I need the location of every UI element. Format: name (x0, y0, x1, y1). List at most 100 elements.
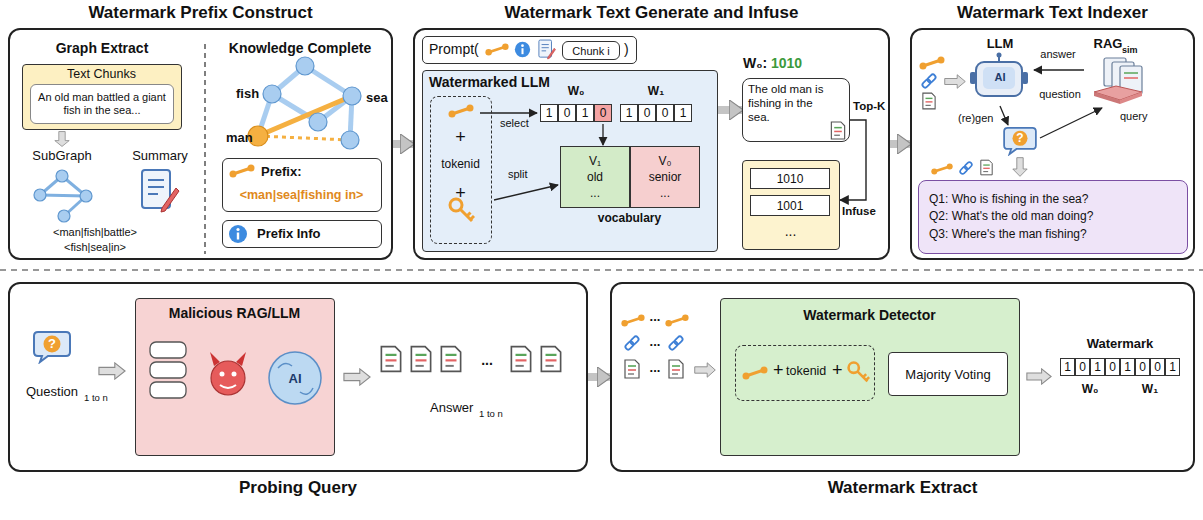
triple: <man|fish|battle> (53, 226, 137, 239)
node-icons (494, 185, 558, 200)
triple: <fish|sea|in> (64, 241, 126, 254)
flow-arrow (393, 140, 413, 148)
subscript: 1 to n (84, 392, 108, 403)
node-icons (480, 112, 537, 113)
node-text: senior (649, 169, 682, 185)
prefix-info-box: Prefix Info (222, 220, 382, 248)
arrow-label: select (500, 117, 529, 130)
node-text: ... (660, 185, 670, 201)
indexer-art (1000, 106, 1008, 125)
flow-arrow (588, 373, 610, 381)
node-text: Watermark Prefix Construct (10, 3, 391, 23)
node-text: V₁ (589, 153, 601, 169)
node-text: W₀: (743, 55, 767, 71)
bit-cell: 1 (674, 104, 692, 122)
bit-cell: 1 (1120, 358, 1135, 376)
node-icons (831, 122, 844, 139)
node-icons (150, 362, 186, 378)
bit-cell: 0 (1150, 358, 1165, 376)
arrow-label: answer (1040, 48, 1075, 61)
node-icons (150, 342, 186, 398)
bit-cell: 0 (1075, 358, 1090, 376)
node-icons (602, 124, 603, 145)
watermark-entry: 1010 (750, 168, 830, 189)
node-text: An old man battled a giant fish in the s… (35, 91, 169, 117)
arrow-label: (re)gen (958, 112, 993, 125)
probing-art (441, 347, 460, 372)
extract-art (665, 314, 688, 326)
probing-art (541, 347, 560, 372)
ellipsis: ... (650, 309, 661, 325)
subscript: 1 to n (479, 408, 503, 419)
graph-extract-art (80, 190, 92, 202)
indexer-art (970, 53, 1028, 97)
node-icons (150, 382, 186, 398)
voting-box: Majority Voting (888, 352, 1008, 396)
graph-extract-art (55, 132, 69, 147)
extract-art (624, 335, 639, 350)
flow-arrow (718, 106, 742, 114)
node-icons (269, 352, 321, 404)
icon-text: ? (1016, 131, 1023, 145)
node-text: tokenid (786, 364, 826, 378)
caption: Summary (132, 148, 188, 164)
icon-text: AI (995, 71, 1006, 84)
graph-extract-art (204, 44, 206, 254)
graph-extract-art (34, 170, 92, 222)
node-icons (743, 367, 768, 380)
extract-art (669, 360, 683, 378)
question-list: Q1: Who is fishing in the sea?Q2: What's… (918, 180, 1188, 254)
indexer-art (959, 161, 973, 175)
node-text: Chunk i (572, 45, 609, 57)
bit-cell: 1 (540, 104, 558, 122)
node-text: Probing Query (10, 478, 586, 498)
node-text: Q3: Where's the man fishing? (929, 226, 1087, 243)
node-icons (229, 225, 247, 243)
subscript: sim (1122, 45, 1138, 56)
node-text: Prompt( (429, 41, 479, 57)
graph-extract-art (34, 189, 46, 201)
section-title: Graph Extract (56, 40, 149, 57)
node-text: Watermark Text Indexer (912, 3, 1193, 23)
panel: Watermark Prefix ConstructText ChunksAn … (8, 28, 393, 260)
indexer-art (1034, 69, 1084, 70)
node-text: + (431, 183, 490, 204)
knowledge-graph (341, 131, 359, 149)
probing-art (99, 363, 125, 379)
bit-cell: 0 (656, 104, 674, 122)
prompt-box: Prompt()Chunk i (422, 36, 637, 64)
graph-node-name: sea (366, 90, 388, 106)
input-box: +tokenid+ (735, 345, 875, 401)
knowledge-graph (343, 87, 361, 105)
prefix-box: Prefix:<man|sea|fishing in> (222, 158, 382, 212)
component-name: LLM (987, 36, 1014, 52)
icon-text: ? (48, 336, 56, 352)
node-text: + (431, 127, 490, 148)
knowledge-graph (248, 57, 361, 149)
watermark-entry: 1001 (750, 195, 830, 216)
graph-node-name: man (226, 130, 253, 146)
node-text: Text Chunks (23, 67, 180, 81)
knowledge-graph (258, 66, 352, 140)
ellipsis: ... (650, 334, 661, 350)
vocabulary-table: vocabularyV₁old...V₀senior... (560, 146, 700, 208)
ellipsis: ... (650, 360, 661, 376)
graph-extract-art (56, 170, 68, 182)
indexer-art (1004, 128, 1036, 154)
bits-name: W₁ (1142, 382, 1158, 396)
arrow-label: Top-K (853, 100, 885, 114)
node-text: Watermark Extract (612, 478, 1193, 498)
node-text: Prefix: (261, 164, 301, 179)
green-list: V₁old... (560, 146, 630, 208)
node-text: 1001 (777, 199, 804, 213)
node-text: + (773, 360, 784, 381)
indexer-art (1094, 58, 1142, 104)
chunk-text-box: An old man battled a giant fish in the s… (30, 84, 174, 124)
node-text: Prefix Info (257, 226, 321, 241)
node-icons (222, 158, 382, 212)
graph-extract-art (142, 170, 179, 212)
indexer-art (921, 73, 936, 88)
node-text: Watermark Detector (721, 307, 1018, 323)
arrow-label: question (1039, 88, 1081, 101)
node-text: Watermark Text Generate and Infuse (415, 3, 888, 23)
